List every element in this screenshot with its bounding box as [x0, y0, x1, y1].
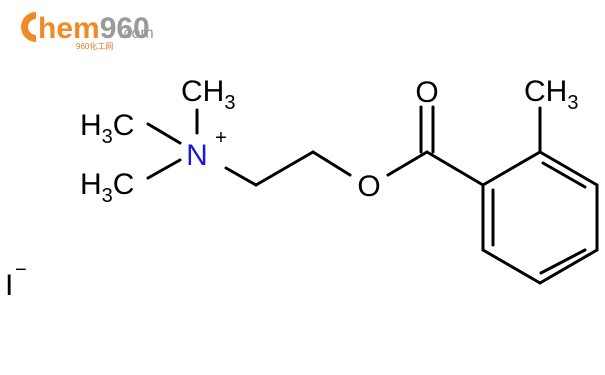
- atom-oxygen-carbonyl: O: [415, 76, 438, 109]
- nitrogen-charge: +: [215, 127, 227, 149]
- methyl-left-upper-sub: 3: [102, 126, 113, 148]
- nitrogen-symbol: N: [186, 139, 208, 172]
- ring-to-carbonyl-bond: [425, 150, 485, 187]
- ester-bond: [386, 150, 429, 177]
- methyl-left-upper-label: H3C: [80, 109, 134, 148]
- methyl-left-upper-h: H: [80, 109, 102, 142]
- methyl-left-lower-label: H3C: [80, 168, 134, 207]
- logo-c-mark: [21, 12, 36, 42]
- logo-text-gray: 960: [100, 12, 150, 45]
- methyl-left-lower-h: H: [80, 168, 102, 201]
- n-methyl-bond: [146, 158, 182, 180]
- methyl-top-label: CH3: [181, 75, 235, 114]
- methyl-left-lower-sub: 3: [102, 185, 113, 207]
- logo-tagline: 960化工网: [76, 41, 113, 51]
- methyl-ring-sub: 3: [567, 92, 578, 114]
- ethylene-bond: [224, 166, 258, 187]
- methyl-left-upper-c: C: [113, 109, 135, 142]
- methyl-ring-ch: CH: [524, 75, 567, 108]
- bond-lines: [146, 105, 599, 285]
- logo-tld: .com: [119, 25, 154, 42]
- svg-text:hem960: hem960: [38, 12, 150, 45]
- methyl-ring-label: CH3: [524, 75, 578, 114]
- ring-inner-bond: [541, 161, 587, 189]
- ester-bond: [311, 150, 352, 177]
- ring-bond: [538, 248, 599, 285]
- ring-bond: [538, 150, 599, 187]
- atom-oxygen-ester: O: [357, 170, 380, 203]
- ring-bond: [481, 248, 542, 285]
- n-methyl-bond: [146, 122, 182, 145]
- ring-inner-bond: [539, 248, 587, 275]
- logo-text-orange: hem: [38, 12, 100, 45]
- methyl-top-ch: CH: [181, 75, 224, 108]
- ring-bond: [481, 150, 542, 187]
- atom-nitrogen: N: [186, 139, 208, 172]
- methyl-top-sub: 3: [224, 92, 235, 114]
- site-logo[interactable]: hem960 .com 960化工网: [21, 12, 154, 51]
- ethylene-bond: [254, 150, 315, 187]
- methyl-left-lower-c: C: [113, 168, 135, 201]
- iodide-symbol: I: [5, 269, 13, 302]
- iodide-charge: −: [15, 259, 27, 281]
